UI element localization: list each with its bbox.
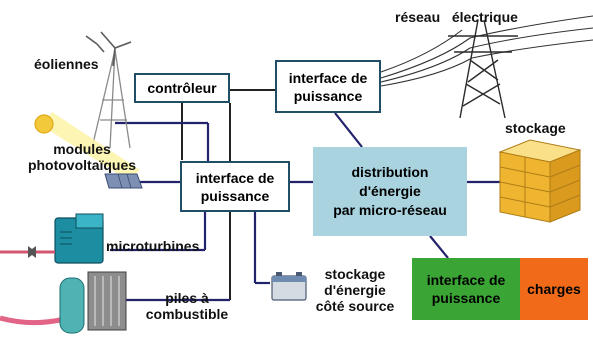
controller-box: contrôleur [134,73,230,103]
charges-power-interface-text: interface de puissance [426,272,506,306]
top-power-interface-box: interface de puissance [275,60,381,113]
controller-text: contrôleur [147,80,217,96]
microturbines-label: microturbines [106,238,200,254]
power-lines [110,112,500,302]
top-interface-to-distribution-line [334,112,363,148]
microturbine-illustration [0,213,104,264]
wind-turbine-illustration [85,31,132,149]
solar-illustration [34,112,143,189]
distribution-text: distribution d'énergie par micro-réseau [333,164,447,218]
fuel-cell-illustration [0,271,127,334]
storage-label: stockage [505,120,566,136]
mid-power-interface-box: interface de puissance [180,161,290,212]
distribution-box: distribution d'énergie par micro-réseau [313,147,467,236]
top-power-interface-text: interface de puissance [288,69,368,104]
distribution-to-charges-line [429,235,449,259]
charges-power-interface-box: interface de puissance [412,258,520,320]
fuel-cells-label: piles à combustible [145,290,229,322]
charges-text: charges [527,281,581,297]
charges-box: charges [520,258,588,320]
source-storage-label: stockage d'énergie côté source [315,266,395,314]
pylon-illustration [448,19,518,119]
grid-cables [380,15,593,87]
storage-blocks-illustration [498,139,582,223]
pv-modules-label: modules photovoltaïques [27,141,137,173]
battery-illustration [271,272,307,301]
wind-turbines-label: éoliennes [34,56,99,72]
mid-power-interface-text: interface de puissance [195,169,275,204]
grid-label: réseau électrique [395,9,518,25]
